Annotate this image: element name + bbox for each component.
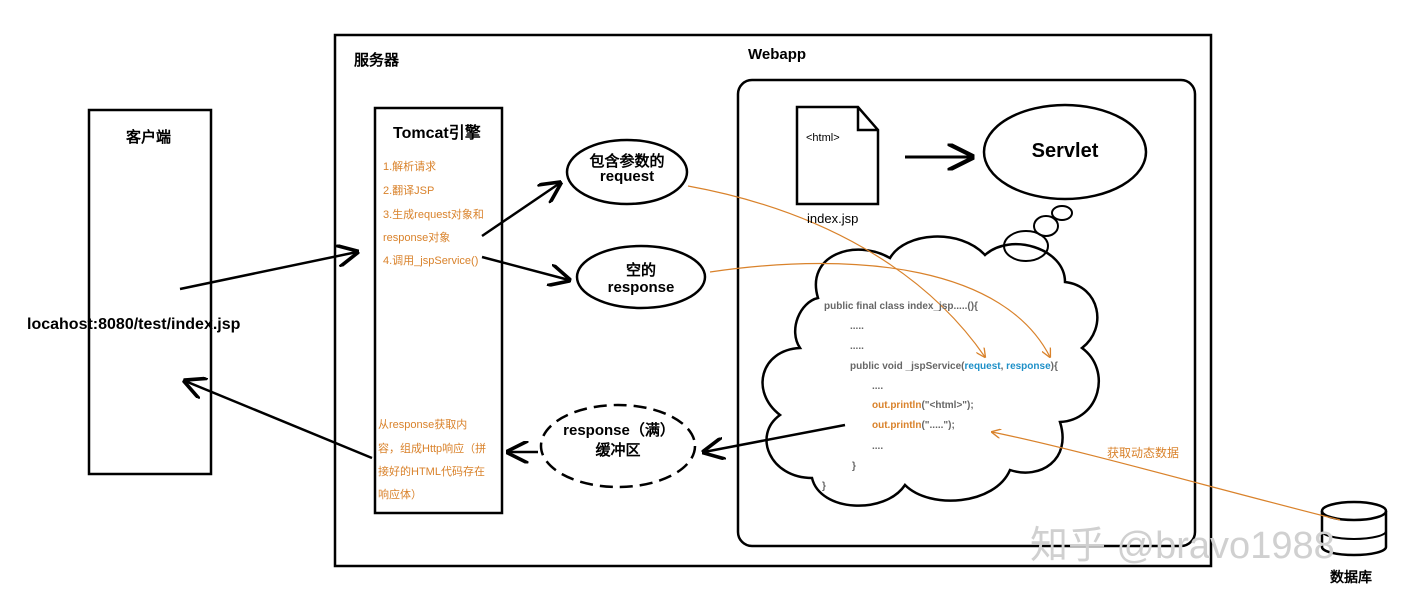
code-line-8: ....	[872, 441, 884, 452]
code-line-4-sep: ,	[1000, 361, 1007, 372]
request-bubble-line1: 包含参数的	[589, 153, 665, 170]
tomcat-step-1: 1.解析请求	[383, 161, 437, 173]
orange-arrow-response	[709, 262, 1050, 357]
webapp-box	[736, 78, 1197, 548]
code-line-3: .....	[850, 341, 864, 352]
code-line-5: ....	[872, 381, 884, 392]
full-response-bubble	[539, 403, 697, 489]
code-param-response: response	[1006, 361, 1051, 372]
arrow-client-to-tomcat	[179, 252, 357, 291]
tomcat-box	[373, 106, 504, 515]
code-arg-1: ("<html>");	[921, 400, 974, 411]
code-line-7: out.println(".....");	[872, 420, 955, 431]
code-line-4-suffix: ){	[1050, 361, 1058, 372]
code-line-9: }	[852, 461, 856, 472]
tomcat-title: Tomcat引擎	[393, 125, 481, 142]
code-line-4: public void _jspService(request, respons…	[850, 361, 1058, 372]
server-box	[333, 33, 1213, 568]
arrow-tomcat-to-response	[481, 255, 569, 280]
full-response-line2: 缓冲区	[595, 442, 641, 459]
webapp-label: Webapp	[748, 46, 807, 63]
thought-dot-small	[1051, 205, 1073, 221]
arrow-tomcat-to-request	[481, 183, 560, 238]
code-cloud	[761, 235, 1100, 507]
client-label: 客户端	[126, 129, 172, 146]
code-call-println-2: out.println	[872, 420, 922, 431]
arrow-tomcat-to-client	[185, 381, 373, 460]
watermark: 知乎 @bravo1988	[1030, 525, 1335, 567]
tomcat-step-2: 2.翻译JSP	[383, 185, 435, 197]
tomcat-note-1: 从response获取内	[378, 419, 468, 431]
full-response-line1: response（满）	[563, 422, 675, 439]
tomcat-step-3-cont: response对象	[383, 232, 451, 244]
client-url: locahost:8080/test/index.jsp	[27, 316, 241, 333]
code-param-request: request	[964, 361, 1001, 372]
jsp-file-name: index.jsp	[807, 211, 859, 226]
tomcat-note-3: 接好的HTML代码存在	[378, 466, 485, 478]
code-arg-2: (".....");	[921, 420, 955, 431]
servlet-bubble	[982, 103, 1148, 201]
database-label: 数据库	[1330, 569, 1372, 585]
empty-response-bubble	[575, 244, 707, 310]
code-call-println-1: out.println	[872, 400, 922, 411]
servlet-label: Servlet	[1031, 140, 1099, 162]
tomcat-step-3: 3.生成request对象和	[383, 209, 484, 221]
code-line-1: public final class index_jsp.....(){	[824, 301, 978, 312]
empty-response-line2: response	[607, 279, 675, 296]
thought-dot-medium	[1033, 215, 1059, 237]
orange-arrow-request	[687, 185, 985, 357]
client-box	[87, 108, 213, 476]
code-line-10: }	[822, 481, 826, 492]
arrow-cloud-to-response-buffer	[704, 423, 846, 452]
server-label: 服务器	[354, 52, 400, 69]
jsp-file-tag: <html>	[806, 132, 840, 144]
request-bubble-line2: request	[599, 168, 655, 185]
database-icon	[1320, 500, 1388, 557]
tomcat-note-4: 响应体）	[378, 489, 422, 501]
code-line-6: out.println("<html>");	[872, 400, 974, 411]
tomcat-note-2: 容，组成Http响应（拼	[378, 443, 487, 455]
code-line-4-prefix: public void _jspService(	[850, 361, 965, 372]
request-bubble	[565, 138, 689, 206]
dynamic-data-label: 获取动态数据	[1107, 446, 1180, 460]
tomcat-step-4: 4.调用_jspService()	[383, 255, 479, 267]
orange-arrow-dynamic-data	[992, 432, 1341, 521]
code-line-2: .....	[850, 321, 864, 332]
jsp-file-icon	[795, 105, 880, 206]
empty-response-line1: 空的	[625, 262, 656, 279]
